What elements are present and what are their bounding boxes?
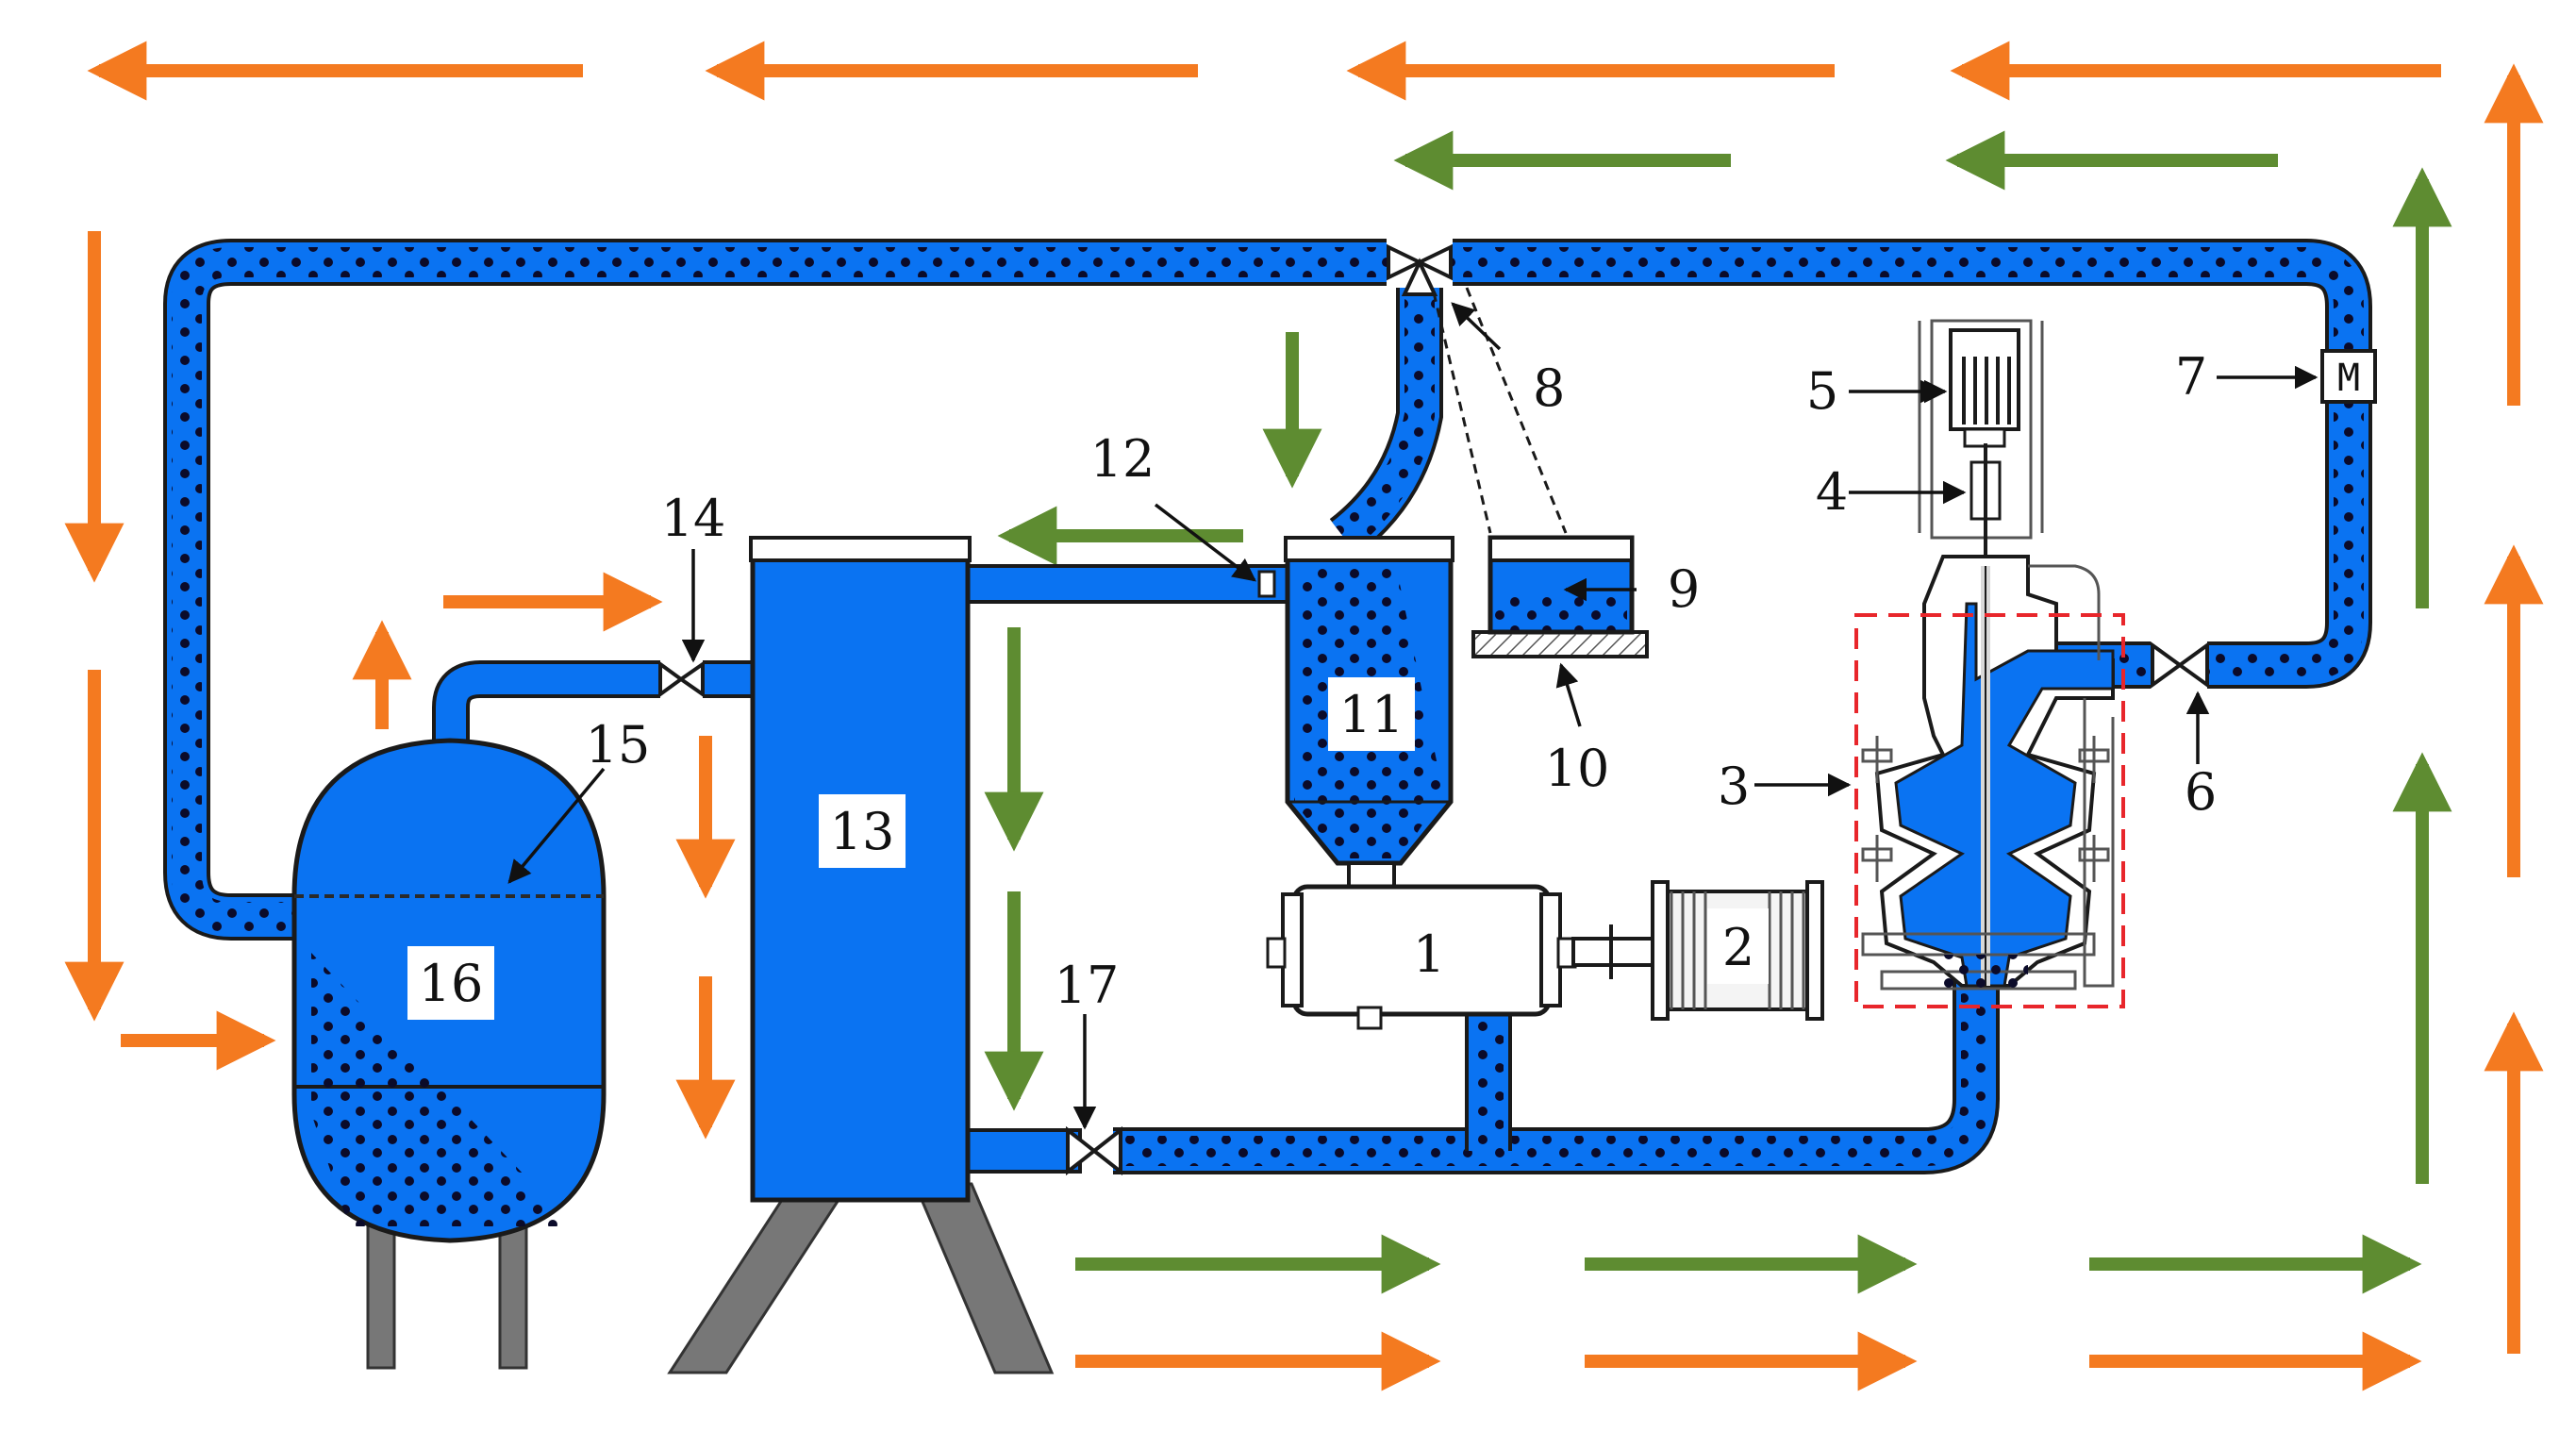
valve-17 — [1066, 1125, 1122, 1176]
vent-pipe — [432, 660, 755, 745]
valve-14 — [658, 660, 705, 698]
label-3: 3 — [1718, 757, 1750, 816]
suction-pipe — [1113, 972, 2000, 1174]
label-11: 11 — [1339, 685, 1404, 744]
flow-meter-7: M — [2320, 349, 2377, 404]
label-14: 14 — [661, 489, 726, 548]
hopper-11: 11 — [1284, 536, 1454, 907]
valve-12 — [1257, 570, 1276, 598]
tank-13: 13 — [667, 536, 1055, 1374]
label-10: 10 — [1545, 739, 1610, 798]
pipe-network — [163, 239, 2372, 1174]
motor-2: 2 — [1651, 880, 1824, 1021]
overflow-pipe — [965, 564, 1289, 604]
leader-arrows — [507, 302, 2318, 1130]
valve-8 — [1387, 243, 1453, 296]
label-1: 1 — [1413, 924, 1445, 984]
label-12: 12 — [1090, 429, 1155, 489]
label-2: 2 — [1722, 918, 1754, 977]
hopper-feed-pipe — [1329, 288, 1443, 557]
label-4: 4 — [1816, 462, 1848, 522]
meter-symbol: M — [2337, 357, 2360, 400]
horizontal-pump-1: 1 — [1266, 884, 1660, 1030]
valve-6 — [2151, 641, 2209, 689]
vertical-pump-assembly — [1854, 319, 2125, 1008]
fluid-flow-arrows — [984, 130, 2452, 1294]
return-pipe — [163, 239, 1387, 941]
label-13: 13 — [830, 802, 895, 861]
separator-tank-16: 16 — [291, 738, 607, 1370]
label-6: 6 — [2185, 762, 2217, 822]
label-5: 5 — [1806, 361, 1838, 421]
sampling-tray — [1432, 287, 1649, 658]
label-7: 7 — [2175, 347, 2207, 407]
label-17: 17 — [1055, 956, 1120, 1015]
label-9: 9 — [1668, 559, 1700, 619]
label-15: 15 — [586, 715, 651, 774]
label-16: 16 — [419, 954, 484, 1013]
label-8: 8 — [1533, 358, 1565, 418]
outer-flow-arrows — [64, 41, 2544, 1391]
